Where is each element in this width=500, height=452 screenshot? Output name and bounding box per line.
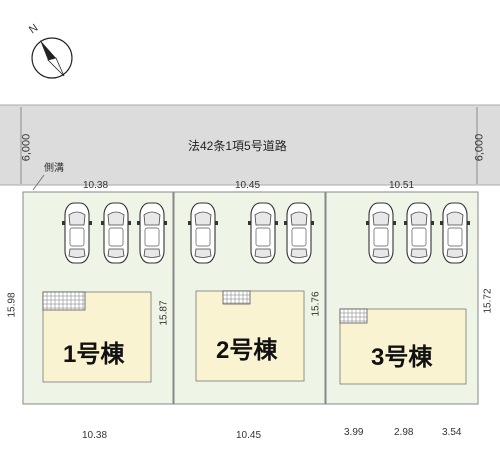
car-icon <box>137 202 167 264</box>
lot-2-depth-right: 15.76 <box>310 291 322 317</box>
lot-1-depth-right: 15.87 <box>158 300 170 326</box>
balcony-grid-icon <box>222 290 251 305</box>
lot-1-back: 10.38 <box>82 430 108 441</box>
ditch-label: 側溝 <box>44 163 64 174</box>
house-2-label: 2号棟 <box>216 337 278 364</box>
road-width-left: 6,000 <box>20 133 33 162</box>
compass-needle-south <box>47 57 65 77</box>
compass-needle-north <box>40 40 56 60</box>
compass-icon <box>31 37 73 79</box>
car-icon <box>248 202 278 264</box>
balcony-grid-icon <box>42 291 86 311</box>
parking-cars <box>62 202 470 264</box>
house-2 <box>195 290 305 382</box>
road-width-right: 6,000 <box>473 133 486 162</box>
car-icon <box>188 202 218 264</box>
car-icon <box>366 202 396 264</box>
car-icon <box>404 202 434 264</box>
ditch-leader <box>32 174 45 191</box>
lot-1-depth-left: 15.98 <box>6 292 18 318</box>
car-icon <box>101 202 131 264</box>
lot-2-front: 10.45 <box>235 180 261 191</box>
car-icon <box>62 202 92 264</box>
balcony-grid-icon <box>339 308 368 324</box>
balconies <box>42 290 368 324</box>
house-1-label: 1号棟 <box>63 341 125 368</box>
lot-1-front: 10.38 <box>83 180 109 191</box>
car-icon <box>440 202 470 264</box>
lot-3-back-seg-2: 2.98 <box>394 427 414 438</box>
lot-3-back-seg-1: 3.99 <box>344 427 364 438</box>
house-3-label: 3号棟 <box>371 344 433 371</box>
car-icon <box>284 202 314 264</box>
road-label: 法42条1項5号道路 <box>188 139 287 153</box>
lot-2-back: 10.45 <box>236 430 262 441</box>
lot-3-back-seg-3: 3.54 <box>442 427 462 438</box>
road <box>0 105 500 185</box>
lot-3-depth-right: 15.72 <box>482 288 494 314</box>
lot-3-front: 10.51 <box>389 180 415 191</box>
